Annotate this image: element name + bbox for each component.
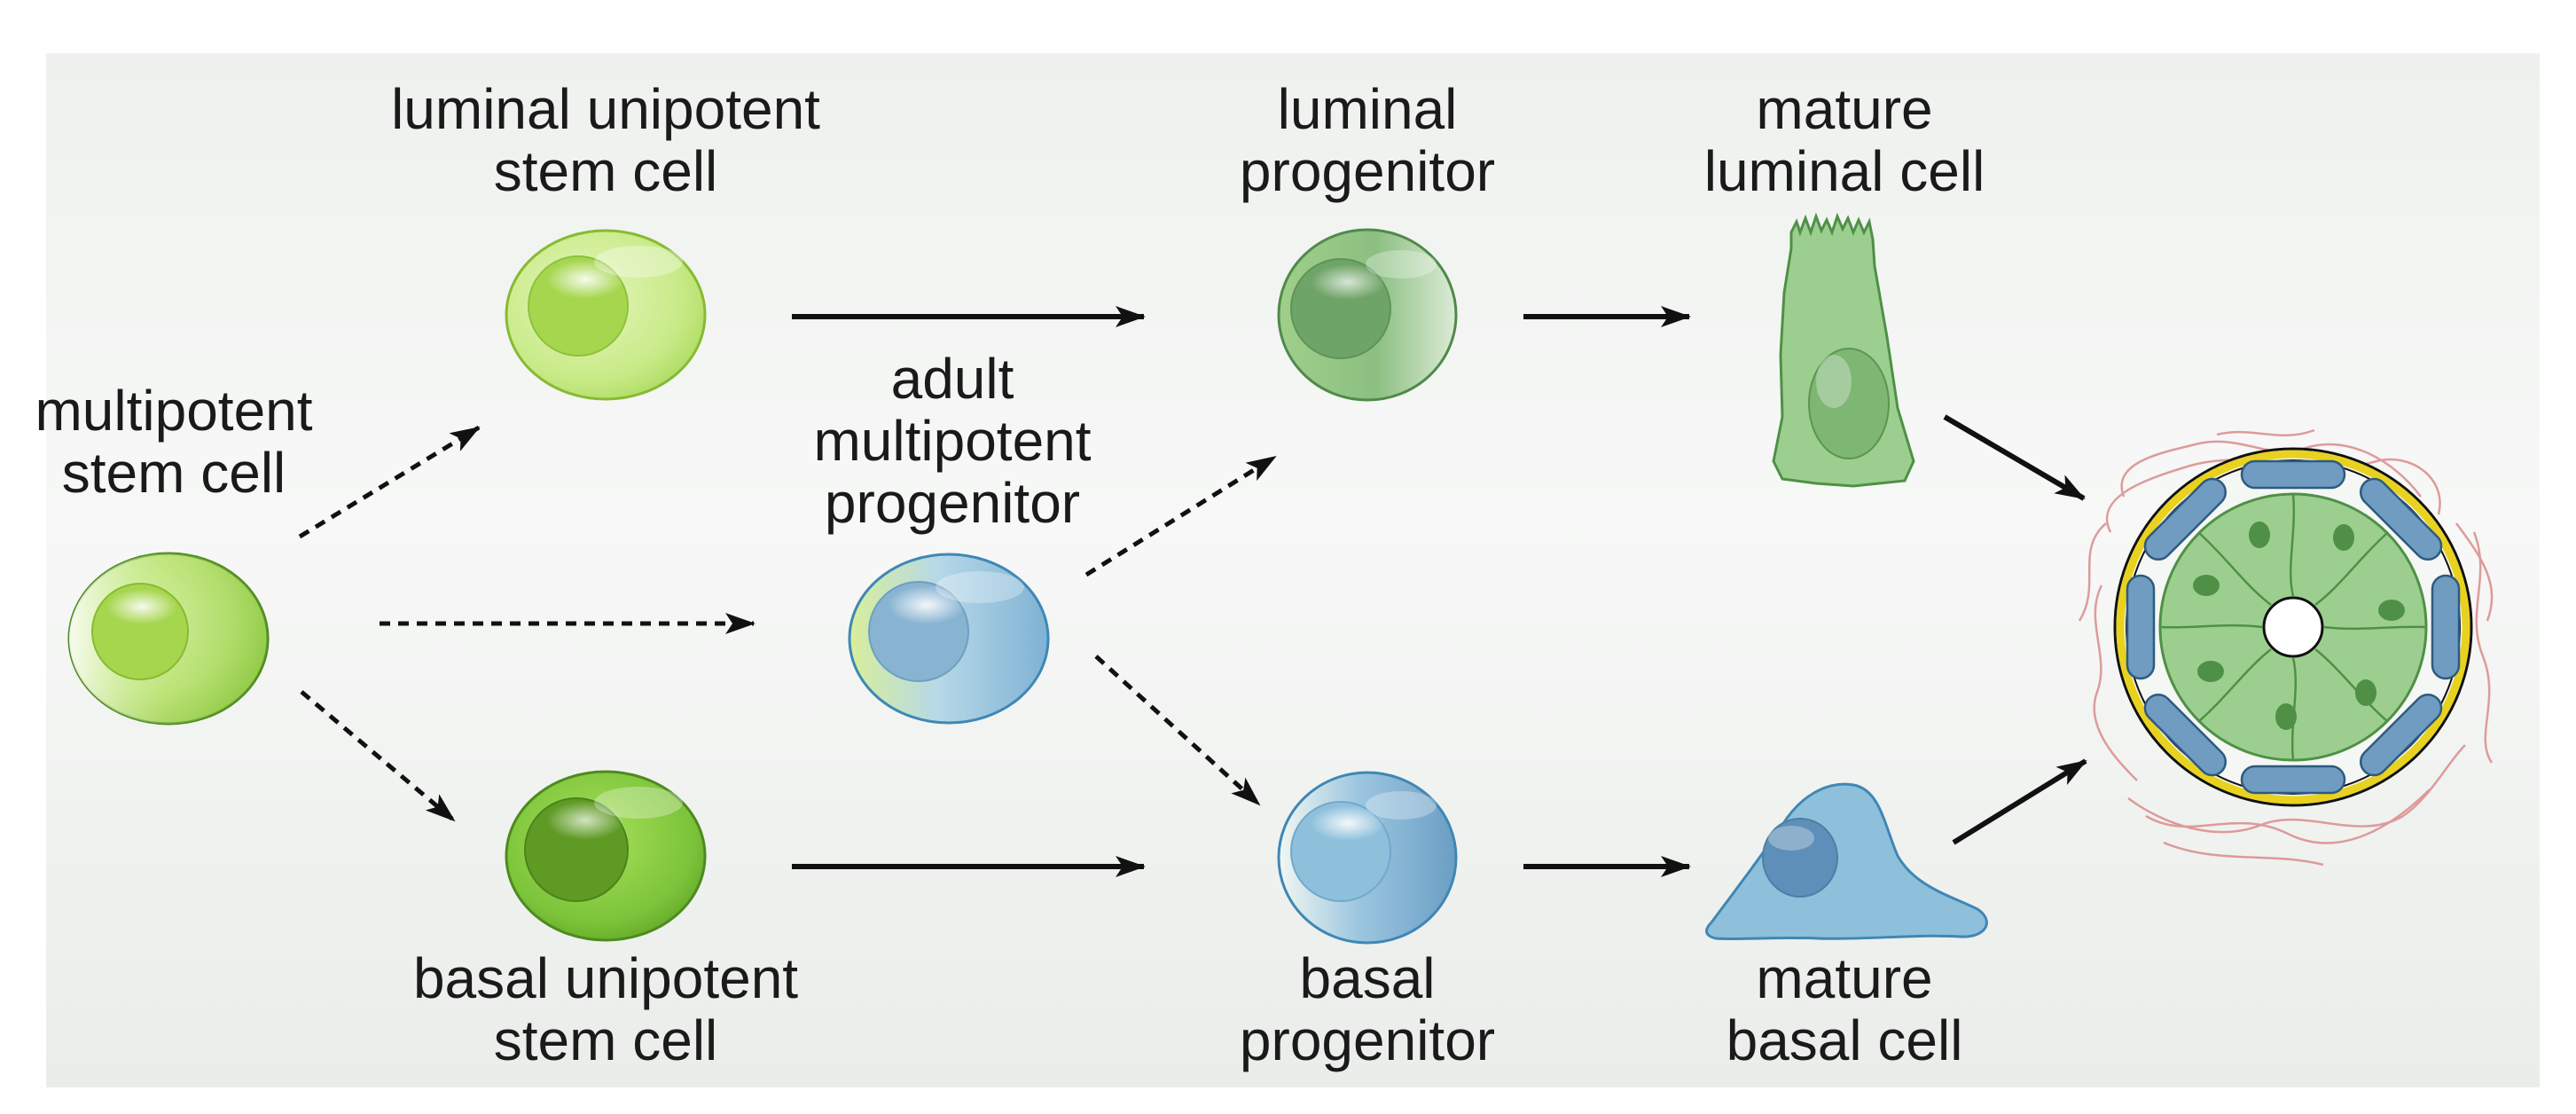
mature-luminal-cell	[1772, 212, 1915, 488]
label-luminal-unipotent-stem-cell: luminal unipotent stem cell	[391, 77, 820, 203]
stroma-fibers	[2078, 428, 2494, 867]
luminal-unipotent-stem-cell	[505, 229, 707, 401]
duct-lumen	[2262, 596, 2324, 658]
multipotent-stem-cell	[67, 552, 270, 726]
luminal-nuclei	[2193, 522, 2405, 730]
label-multipotent-stem-cell: multipotent stem cell	[35, 379, 313, 505]
luminal-cell-borders	[2159, 493, 2427, 761]
luminal-progenitor-cell	[1277, 228, 1458, 402]
label-luminal-progenitor: luminal progenitor	[1239, 77, 1496, 203]
mammary-duct-cross-section	[2078, 428, 2494, 867]
adult-multipotent-progenitor-cell	[848, 553, 1050, 725]
arrow-multipotent-to-luminal-unipotent	[298, 425, 481, 539]
label-basal-progenitor: basal progenitor	[1239, 946, 1496, 1072]
mature-basal-cell	[1705, 782, 1988, 941]
basal-unipotent-stem-cell	[505, 770, 707, 942]
basal-progenitor-cell	[1277, 771, 1458, 945]
label-mature-luminal-cell: mature luminal cell	[1703, 77, 1985, 203]
label-basal-unipotent-stem-cell: basal unipotent stem cell	[412, 946, 799, 1072]
arrow-multipotent-to-basal-unipotent	[300, 690, 456, 822]
arrow-mature-basal-to-duct	[1952, 758, 2087, 845]
arrows	[298, 306, 2087, 877]
label-adult-multipotent-progenitor: adult multipotent progenitor	[813, 347, 1092, 535]
label-mature-basal-cell: mature basal cell	[1726, 946, 1963, 1072]
arrow-mature-luminal-to-duct	[1943, 414, 2086, 501]
myoepithelial-layer	[2126, 459, 2461, 795]
